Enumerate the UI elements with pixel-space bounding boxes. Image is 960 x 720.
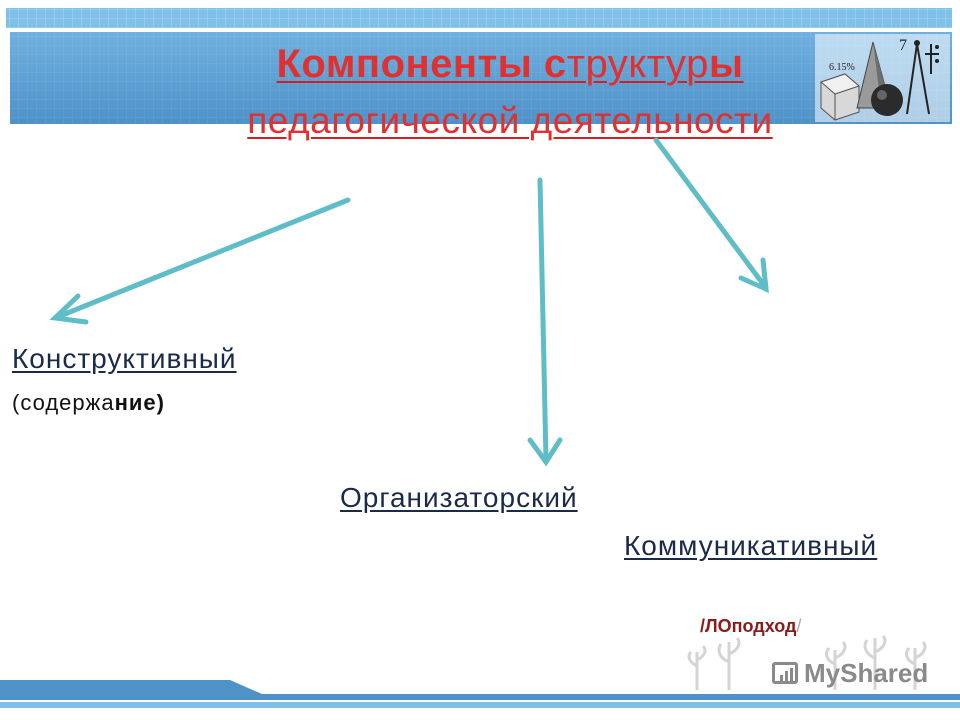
title-line-1: Компоненты структуры bbox=[0, 42, 960, 87]
node-organizational-label: Организаторский bbox=[340, 482, 578, 513]
title-part-bold-a: Компоненты с bbox=[276, 42, 567, 86]
watermark-text: MyShared bbox=[804, 658, 929, 688]
approach-note: /ЛОподход/ bbox=[700, 616, 801, 637]
watermark-icon bbox=[772, 662, 798, 684]
plant-decoration bbox=[687, 634, 927, 690]
node-constructive-label: Конструктивный bbox=[12, 343, 237, 374]
footer-banner bbox=[0, 680, 960, 708]
geometry-illustration: 7 6.15% bbox=[815, 34, 950, 122]
title-part-bold-b: ы bbox=[708, 42, 744, 86]
approach-note-slash: / bbox=[796, 616, 802, 636]
arrow-to-constructive bbox=[49, 197, 351, 325]
corner-number-7: 7 bbox=[899, 37, 907, 54]
node-constructive-note-prefix: (содержа bbox=[12, 390, 115, 415]
arrow-to-organizational bbox=[527, 177, 563, 467]
approach-note-text: /ЛОподход bbox=[700, 616, 797, 636]
corner-percent: 6.15% bbox=[829, 62, 855, 73]
header-banner bbox=[0, 0, 960, 130]
title-line-2: педагогической деятельности bbox=[247, 100, 773, 141]
node-constructive-note-bold: ние) bbox=[114, 390, 165, 415]
arrow-to-communicative bbox=[653, 137, 769, 294]
node-communicative-label: Коммуникативный bbox=[624, 530, 878, 561]
node-constructive-note: (содержание) bbox=[12, 390, 165, 416]
title-part-normal: труктур bbox=[566, 42, 709, 86]
